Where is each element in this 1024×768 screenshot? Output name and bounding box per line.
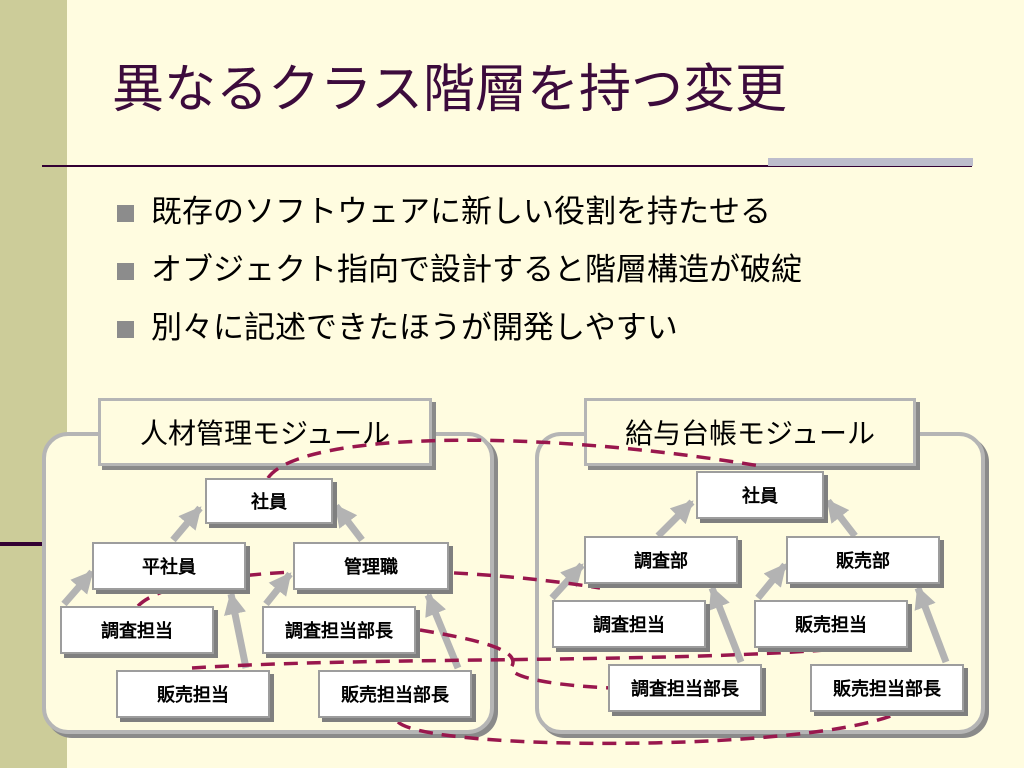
inheritance-arrow (61, 569, 95, 607)
class-research-staff: 調査担当 (60, 606, 214, 654)
inheritance-arrow (825, 498, 858, 539)
class-manager: 管理職 (293, 542, 449, 590)
class-sales-staff: 販売担当 (116, 670, 270, 718)
class-research-head: 調査担当部長 (262, 606, 416, 654)
class-sales-staff: 販売担当 (754, 600, 908, 648)
square-bullet-icon (117, 321, 134, 338)
inheritance-arrow (655, 499, 695, 539)
bullet-text: オブジェクト指向で設計すると階層構造が破綻 (151, 252, 802, 288)
slide-title: 異なるクラス階層を持つ変更 (112, 60, 787, 120)
inheritance-arrow (914, 585, 950, 664)
inheritance-arrow (224, 591, 250, 669)
class-sales-head: 販売担当部長 (810, 664, 964, 712)
side-accent-line (0, 542, 42, 546)
bullet-text: 既存のソフトウェアに新しい役割を持たせる (151, 194, 771, 230)
inheritance-arrow (424, 592, 462, 670)
inheritance-arrow (755, 562, 788, 601)
inheritance-arrow (708, 585, 745, 664)
class-employee: 社員 (205, 478, 333, 524)
inheritance-arrow (170, 505, 203, 543)
bullet-text: 別々に記述できたほうが開発しやすい (151, 310, 678, 346)
title-underline (42, 165, 972, 167)
bullet-list: 既存のソフトウェアに新しい役割を持たせる オブジェクト指向で設計すると階層構造が… (117, 190, 802, 364)
square-bullet-icon (117, 205, 134, 222)
class-employee: 社員 (696, 471, 824, 519)
inheritance-arrow (333, 503, 365, 543)
class-research-head: 調査担当部長 (608, 664, 762, 712)
correspondence-dashed-line (419, 628, 613, 690)
class-research-staff: 調査担当 (552, 600, 706, 648)
correspondence-dashed-line (266, 438, 761, 480)
correspondence-dashed-line (191, 646, 853, 670)
bullet-item: オブジェクト指向で設計すると階層構造が破綻 (117, 248, 802, 306)
inheritance-arrow (263, 571, 293, 607)
hr-module-title: 人材管理モジュール (98, 398, 432, 466)
class-research-dept: 調査部 (584, 536, 738, 584)
title-accent-bar (768, 158, 973, 166)
inheritance-arrow (549, 562, 585, 601)
bullet-item: 別々に記述できたほうが開発しやすい (117, 306, 802, 364)
class-sales-head: 販売担当部長 (318, 670, 472, 718)
square-bullet-icon (117, 263, 134, 280)
bullet-item: 既存のソフトウェアに新しい役割を持たせる (117, 190, 802, 248)
class-sales-dept: 販売部 (786, 536, 940, 584)
class-staff: 平社員 (92, 542, 246, 590)
correspondence-dashed-line (396, 710, 901, 746)
